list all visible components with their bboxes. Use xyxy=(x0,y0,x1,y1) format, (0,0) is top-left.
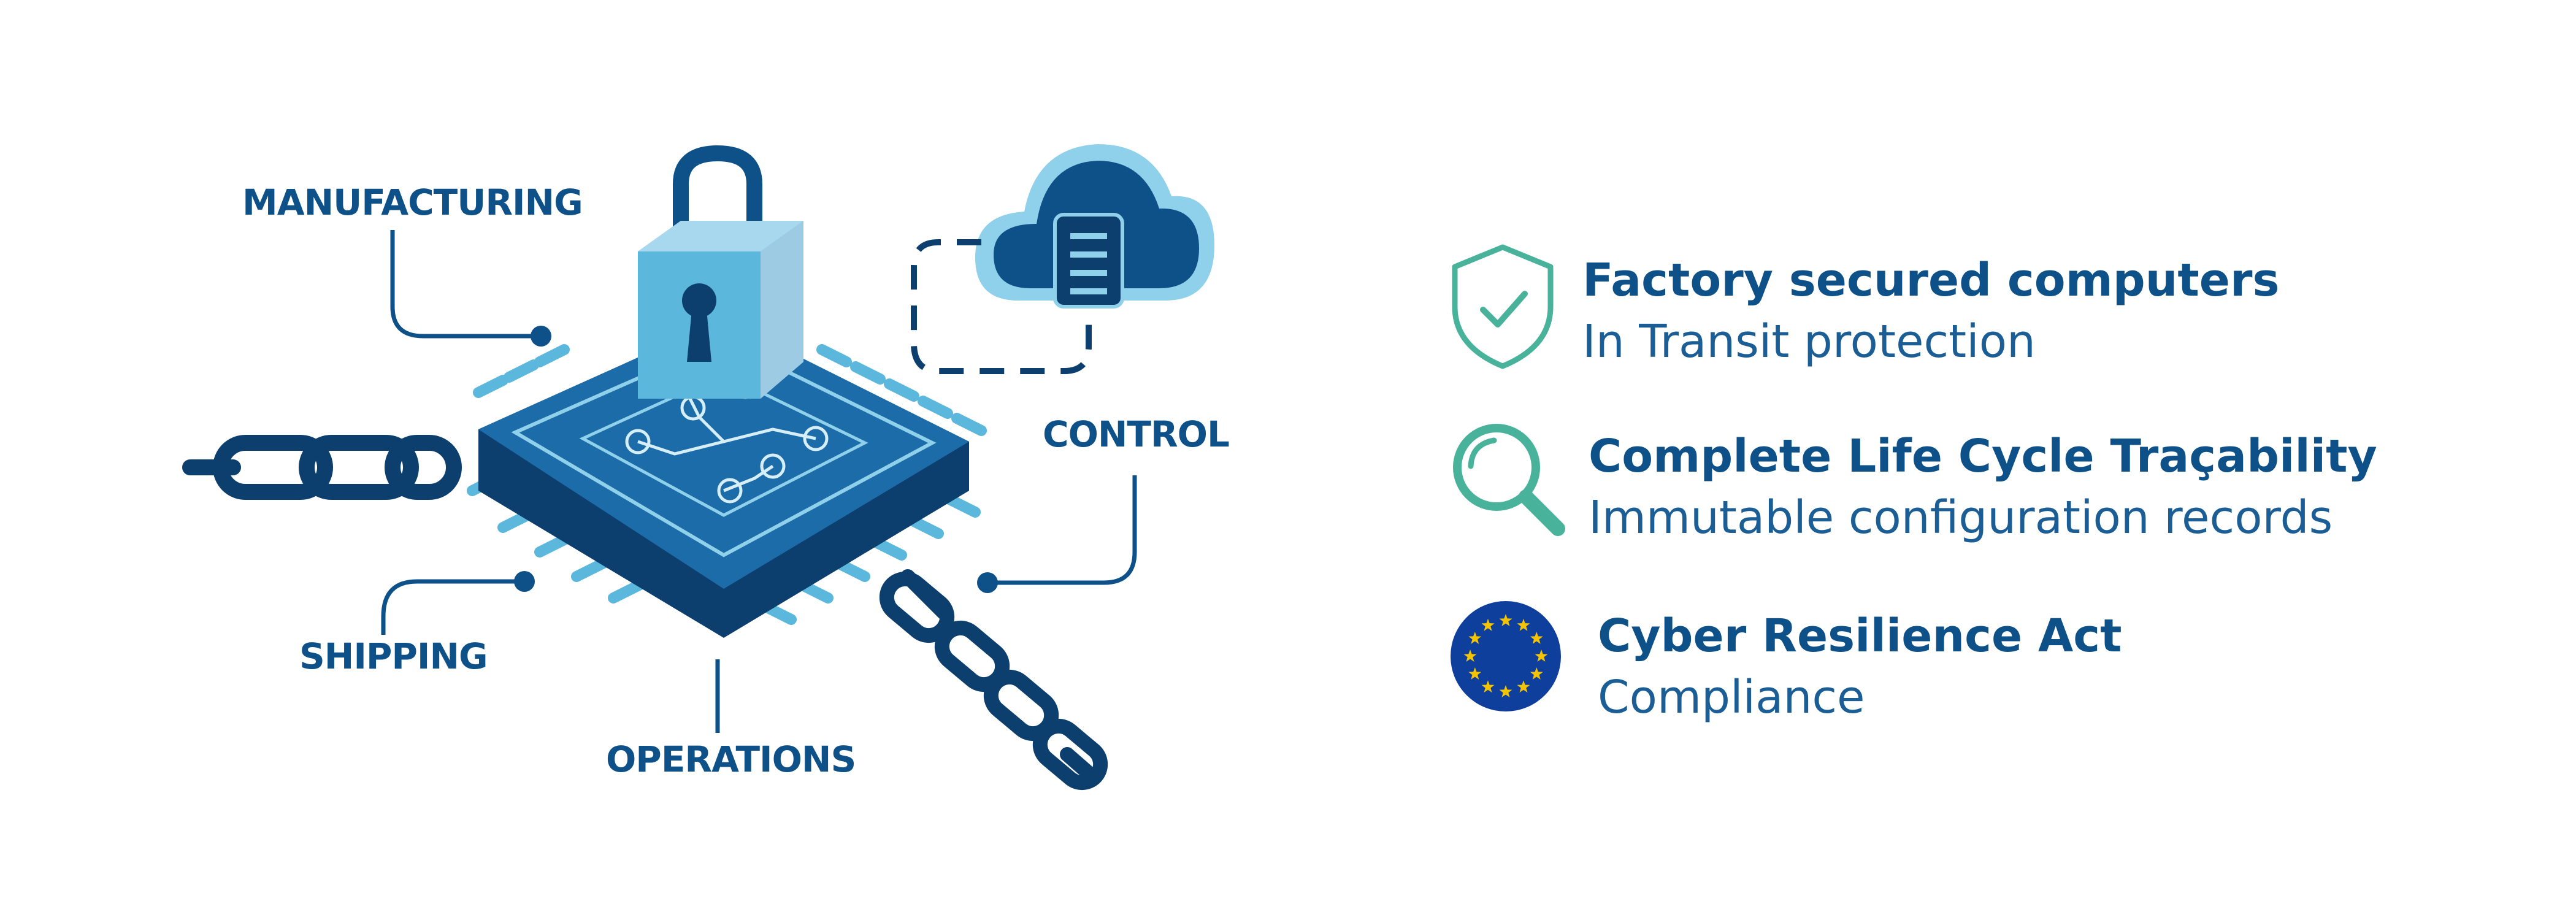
eu-star xyxy=(1517,618,1530,631)
eu-star xyxy=(1535,650,1548,662)
leader-lines xyxy=(381,230,1137,733)
eu-star xyxy=(1517,680,1530,693)
feature-item-factory-secured: Factory secured computers In Transit pro… xyxy=(1447,242,2551,383)
eu-star xyxy=(1530,667,1543,680)
label-shipping: SHIPPING xyxy=(299,635,488,677)
chain-left-icon xyxy=(182,435,462,500)
leader-dots xyxy=(514,326,998,593)
shield-check-icon xyxy=(1452,244,1554,369)
magnifier-icon xyxy=(1453,424,1565,536)
eu-star xyxy=(1481,618,1495,631)
feature-title: Complete Life Cycle Traçability xyxy=(1589,430,2377,483)
eu-star xyxy=(1499,685,1512,697)
feature-subtitle: Compliance xyxy=(1598,671,1865,724)
eu-star xyxy=(1481,680,1495,693)
chip-icon xyxy=(478,319,969,638)
feature-subtitle: Immutable configuration records xyxy=(1589,491,2333,544)
chain-right-icon xyxy=(879,569,1108,791)
eu-star xyxy=(1499,614,1512,626)
supply-chain-illustration: MANUFACTURING CONTROL SHIPPING OPERATION… xyxy=(182,144,1230,791)
label-operations: OPERATIONS xyxy=(606,738,856,780)
feature-item-cyber-resilience: Cyber Resilience Act Compliance xyxy=(1447,598,2551,739)
feature-title: Cyber Resilience Act xyxy=(1598,610,2122,662)
eu-flag-icon xyxy=(1451,601,1561,711)
feature-title: Factory secured computers xyxy=(1582,254,2280,307)
eu-star xyxy=(1463,650,1477,662)
label-manufacturing: MANUFACTURING xyxy=(242,182,583,223)
cloud-server-icon xyxy=(975,144,1214,309)
cloud-connector xyxy=(911,239,1092,374)
eu-star xyxy=(1468,632,1482,644)
eu-star xyxy=(1468,667,1482,680)
feature-subtitle: In Transit protection xyxy=(1582,315,2036,368)
label-control: CONTROL xyxy=(1043,413,1229,455)
eu-star xyxy=(1530,632,1543,644)
feature-item-traceability: Complete Life Cycle Traçability Immutabl… xyxy=(1447,418,2551,559)
padlock-icon xyxy=(638,145,803,399)
